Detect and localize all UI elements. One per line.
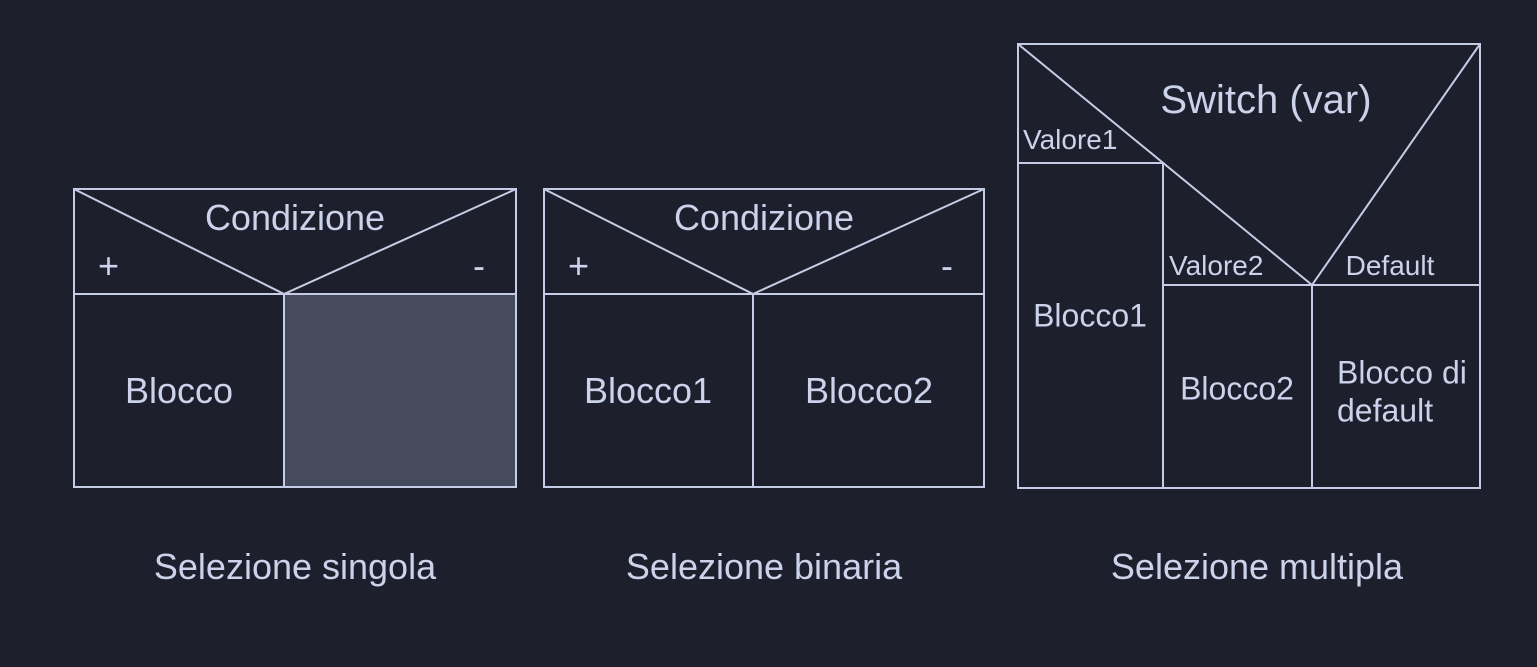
case2-value-label: Valore2 bbox=[1169, 250, 1264, 281]
structogram-single-selection: Condizione + - Blocco bbox=[73, 188, 517, 488]
case1-value-label: Valore1 bbox=[1023, 124, 1118, 155]
switch-diagonal-right bbox=[1310, 43, 1481, 287]
caption-multiple-selection: Selezione multipla bbox=[1110, 546, 1404, 587]
condition-label: Condizione bbox=[673, 197, 855, 238]
true-block-label: Blocco1 bbox=[583, 370, 713, 412]
condition-diagonal-left bbox=[73, 188, 286, 296]
case2-block-label: Blocco2 bbox=[1180, 370, 1294, 407]
switch-expression-label: Switch (var) bbox=[1160, 78, 1372, 122]
outer-frame bbox=[73, 188, 517, 488]
outer-frame bbox=[543, 188, 985, 488]
false-block-label: Blocco2 bbox=[804, 370, 934, 412]
structogram-multiple-selection: Switch (var) Valore1 Valore2 Default Blo… bbox=[1017, 43, 1481, 489]
condition-diagonal-left bbox=[543, 188, 755, 296]
true-branch-sign: + bbox=[568, 245, 590, 286]
single-selection-lines bbox=[73, 188, 517, 488]
case1-block-label: Blocco1 bbox=[1033, 297, 1147, 334]
multiple-selection-lines bbox=[1017, 43, 1481, 489]
switch-diagonal-left bbox=[1017, 43, 1314, 287]
condition-diagonal-right bbox=[282, 188, 517, 296]
default-block-label: Blocco di default bbox=[1337, 354, 1467, 428]
outer-frame bbox=[1017, 43, 1481, 489]
condition-label: Condizione bbox=[204, 197, 386, 238]
default-value-label: Default bbox=[1345, 250, 1435, 281]
true-branch-sign: + bbox=[98, 245, 120, 286]
binary-selection-lines bbox=[543, 188, 985, 488]
caption-binary-selection: Selezione binaria bbox=[625, 546, 903, 587]
false-branch-sign: - bbox=[941, 245, 953, 286]
structogram-binary-selection: Condizione + - Blocco1 Blocco2 bbox=[543, 188, 985, 488]
condition-diagonal-right bbox=[751, 188, 985, 296]
caption-single-selection: Selezione singola bbox=[153, 546, 437, 587]
true-block-label: Blocco bbox=[124, 370, 234, 412]
empty-false-branch-cell bbox=[285, 295, 516, 487]
false-branch-sign: - bbox=[473, 245, 485, 286]
